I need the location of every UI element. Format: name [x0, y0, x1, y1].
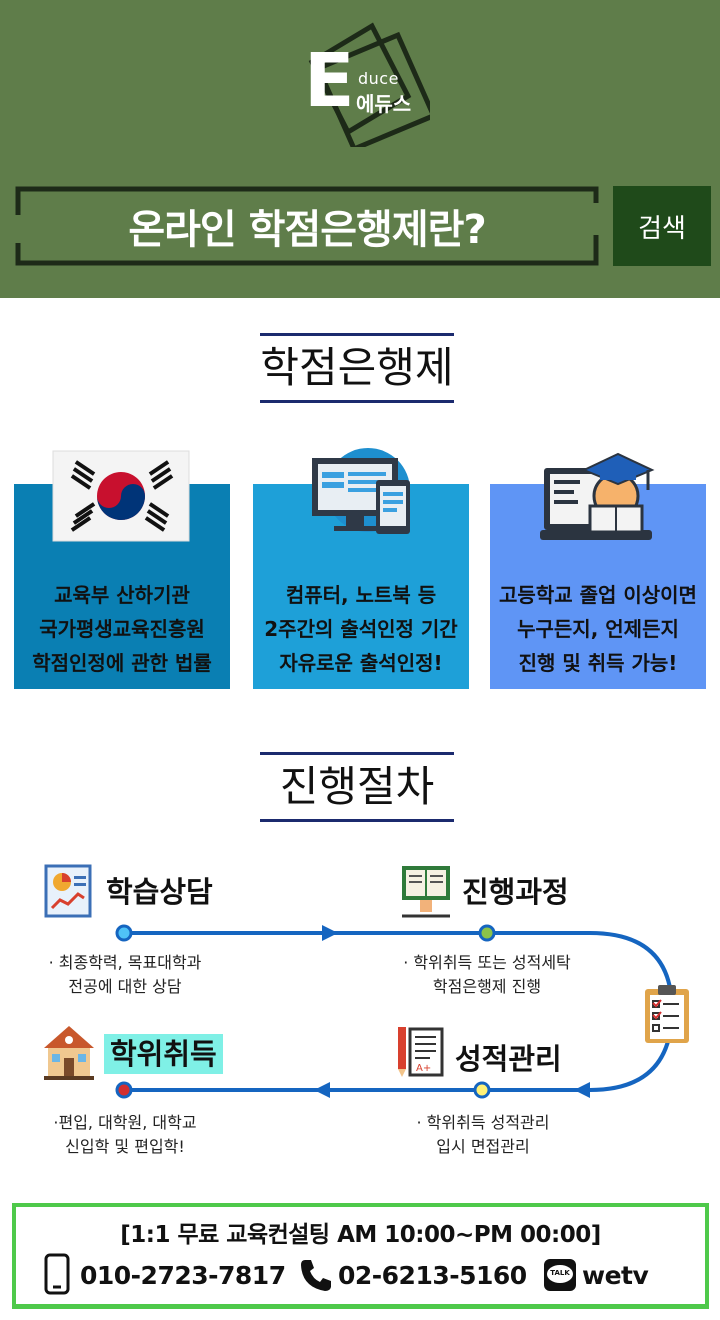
step-dot — [115, 1081, 133, 1099]
svg-text:A+: A+ — [416, 1063, 431, 1074]
step-dot — [473, 1081, 491, 1099]
desc-line: 학점은행제 진행 — [432, 977, 542, 996]
graduate-laptop-icon — [540, 452, 655, 540]
step-title-degree: 학위취득 — [104, 1034, 223, 1074]
header: E duce 에듀스 온라인 학점은행제란? 검색 — [0, 0, 720, 298]
desc-line: · 학위취득 또는 성적세탁 — [403, 953, 571, 972]
step-desc-progress: · 학위취득 또는 성적세탁 학점은행제 진행 — [372, 951, 602, 999]
step-desc-consulting: · 최종학력, 목표대학과 전공에 대한 상담 — [10, 951, 240, 999]
korean-flag-icon — [52, 450, 190, 542]
card-line: 학점인정에 관한 법률 — [32, 651, 212, 675]
step-title-consulting: 학습상담 — [106, 875, 213, 909]
phone-number-link[interactable]: 02-6213-5160 — [338, 1261, 527, 1290]
card-line: 교육부 산하기관 — [54, 583, 190, 607]
desc-line: 입시 면접관리 — [436, 1137, 530, 1156]
card-line: 진행 및 취득 가능! — [518, 651, 678, 675]
kakao-id-link[interactable]: wetv — [582, 1261, 649, 1290]
step-dot — [115, 924, 133, 942]
desc-line: 전공에 대한 상담 — [68, 977, 182, 996]
clipboard-checklist-icon — [645, 985, 689, 1043]
step-title-progress: 진행과정 — [462, 875, 569, 909]
contact-footer: [1:1 무료 교육컨설팅 AM 10:00~PM 00:00] 010-272… — [12, 1203, 709, 1309]
step-desc-degree: ·편입, 대학원, 대학교 신입학 및 편입학! — [10, 1111, 240, 1159]
consulting-hours: [1:1 무료 교육컨설팅 AM 10:00~PM 00:00] — [120, 1222, 601, 1248]
info-card-ministry: 교육부 산하기관 국가평생교육진흥원 학점인정에 관한 법률 — [14, 484, 230, 689]
educe-logo[interactable]: E duce 에듀스 — [300, 22, 430, 147]
card-line: 자유로운 출석인정! — [279, 651, 443, 675]
kakaotalk-icon: TALK — [544, 1259, 576, 1291]
desc-line: · 학위취득 성적관리 — [416, 1113, 550, 1132]
search-title: 온라인 학점은행제란? — [128, 207, 486, 253]
grade-document-pencil-icon: A+ — [398, 1027, 444, 1077]
section-heading-procedure: 진행절차 — [260, 752, 454, 822]
logo-suffix: duce — [358, 69, 399, 88]
bracket-frame-icon — [15, 186, 599, 266]
logo-letter: E — [304, 38, 355, 124]
search-title-box[interactable]: 온라인 학점은행제란? — [14, 185, 600, 267]
step-title-grades: 성적관리 — [455, 1042, 562, 1076]
desc-line: · 최종학력, 목표대학과 — [48, 953, 202, 972]
card-line: 2주간의 출석인정 기간 — [264, 617, 458, 641]
step-dot — [478, 924, 496, 942]
telephone-icon — [301, 1260, 331, 1291]
mobile-phone-icon — [44, 1253, 70, 1295]
card-line: 고등학교 졸업 이상이면 — [499, 583, 697, 607]
section-heading-credit-bank: 학점은행제 — [260, 333, 454, 403]
report-chart-icon — [44, 864, 92, 918]
desc-line: 신입학 및 편입학! — [65, 1137, 185, 1156]
kakao-badge-text: TALK — [550, 1269, 570, 1277]
logo-frame-icon — [308, 22, 430, 147]
step-desc-grades: · 학위취득 성적관리 입시 면접관리 — [368, 1111, 598, 1159]
search-button[interactable]: 검색 — [613, 186, 711, 266]
school-building-icon — [44, 1026, 94, 1080]
process-timeline — [115, 924, 675, 1099]
desc-line: ·편입, 대학원, 대학교 — [53, 1113, 197, 1132]
card-line: 누구든지, 언제든지 — [517, 617, 679, 641]
computer-devices-icon — [312, 448, 410, 534]
mobile-number-link[interactable]: 010-2723-7817 — [80, 1261, 286, 1290]
logo-korean: 에듀스 — [356, 92, 412, 116]
card-line: 국가평생교육진흥원 — [39, 617, 205, 641]
card-line: 컴퓨터, 노트북 등 — [285, 583, 437, 607]
open-book-icon — [402, 866, 450, 918]
